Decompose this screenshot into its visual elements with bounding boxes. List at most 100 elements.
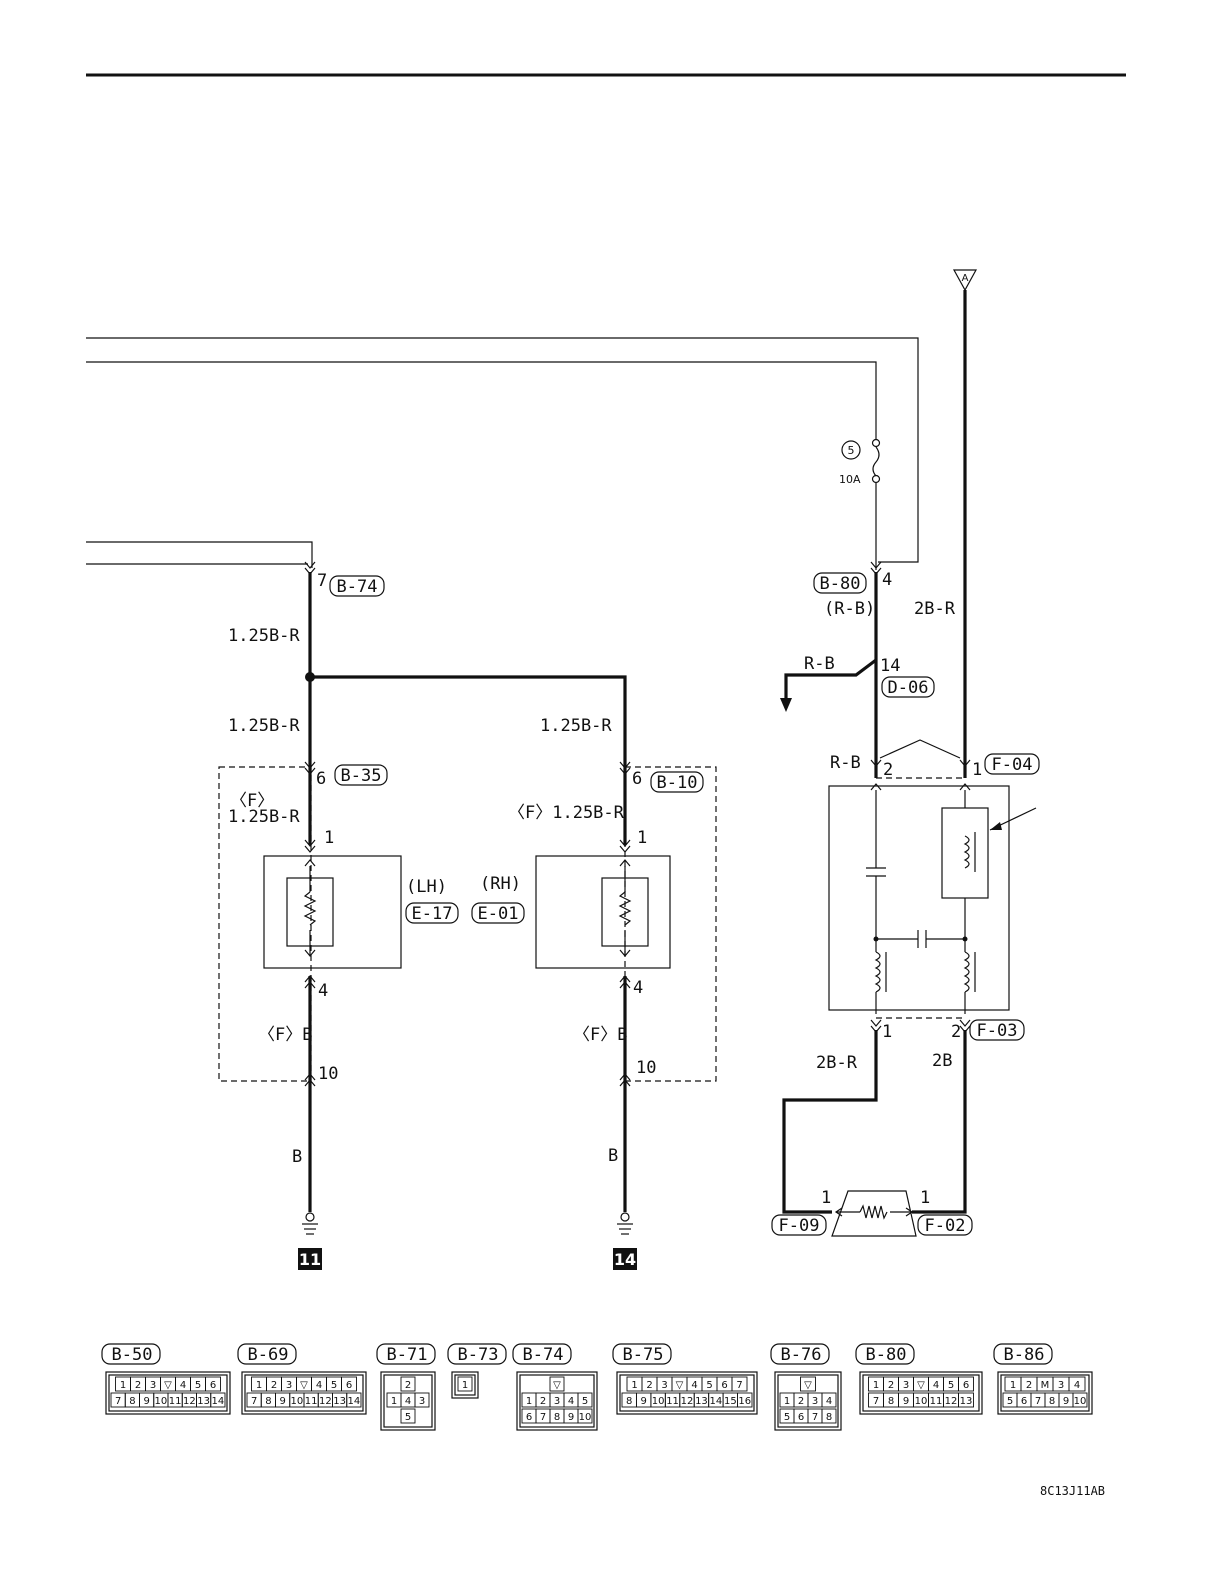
legend-pin: 1 (784, 1396, 790, 1407)
legend-pin: 1 (631, 1380, 637, 1391)
legend-pin: 3 (661, 1380, 667, 1391)
svg-text:1: 1 (972, 760, 982, 780)
legend-pin: 16 (738, 1396, 751, 1407)
wire-rb-branch (784, 658, 877, 700)
svg-text:4: 4 (318, 981, 328, 1001)
legend-pin: 3 (903, 1380, 909, 1391)
wire-2b-bottom (912, 1030, 967, 1214)
legend-label: B-50 (112, 1345, 153, 1365)
svg-text:4: 4 (882, 570, 892, 590)
legend-pin: 1 (526, 1396, 532, 1407)
legend-pin: 7 (873, 1396, 879, 1407)
legend-pin: 5 (948, 1380, 954, 1391)
legend-label: B-73 (458, 1345, 499, 1365)
legend-pin: 5 (331, 1380, 337, 1391)
legend-pin: 12 (681, 1396, 694, 1407)
pin-numbers: 7 4 14 6 6 1 4 10 1 4 10 2 1 1 2 1 1 (316, 570, 982, 1208)
svg-text:1.25B-R: 1.25B-R (228, 716, 300, 736)
legend-pin: 14 (212, 1396, 225, 1407)
legend-pin: ▽ (164, 1380, 172, 1391)
rh-dashed-box (624, 766, 717, 1082)
legend-pin: 8 (265, 1396, 271, 1407)
svg-text:〈F〉1.25B-R: 〈F〉1.25B-R (508, 803, 625, 823)
connector-b35: B-35 (341, 766, 382, 786)
legend-pin: 5 (706, 1380, 712, 1391)
legend-pin: 11 (666, 1396, 679, 1407)
ground-symbol-lh: 11 (298, 1212, 322, 1270)
legend-pin: 6 (346, 1380, 352, 1391)
connector-d06: D-06 (888, 678, 929, 698)
connector-f02: F-02 (925, 1216, 966, 1236)
legend-pin: 4 (316, 1380, 322, 1391)
legend-pin: 13 (333, 1396, 346, 1407)
legend-pin: 8 (554, 1412, 560, 1423)
legend-pin: M (1041, 1380, 1050, 1391)
legend-pin: 13 (197, 1396, 210, 1407)
legend-pin: 11 (930, 1396, 943, 1407)
legend-pin: 11 (169, 1396, 182, 1407)
legend-pin: 1 (1010, 1380, 1016, 1391)
legend-pin: 4 (1074, 1380, 1080, 1391)
rh-label: (RH) (480, 874, 521, 894)
legend-pin: 6 (1021, 1396, 1027, 1407)
svg-text:1: 1 (821, 1188, 831, 1208)
legend-pin: ▽ (300, 1380, 308, 1391)
legend-pin: 12 (319, 1396, 332, 1407)
legend-pin: 2 (271, 1380, 277, 1391)
svg-text:〈F〉B: 〈F〉B (573, 1025, 627, 1045)
svg-text:1.25B-R: 1.25B-R (228, 807, 300, 827)
wire-2br-bottom (782, 1030, 878, 1214)
legend-pin: 15 (724, 1396, 737, 1407)
svg-text:A: A (962, 273, 969, 284)
legend-pin: ▽ (804, 1380, 812, 1391)
legend-pin: 7 (540, 1412, 546, 1423)
svg-text:1: 1 (637, 828, 647, 848)
legend-pin: 13 (695, 1396, 708, 1407)
wire-top-inner (86, 361, 877, 440)
legend-pin: 13 (960, 1396, 973, 1407)
legend-pin: 10 (652, 1396, 665, 1407)
legend-label: B-76 (781, 1345, 822, 1365)
rh-heater (535, 855, 671, 969)
legend-pin: 6 (963, 1380, 969, 1391)
legend-pin: 6 (721, 1380, 727, 1391)
legend-label: B-86 (1004, 1345, 1045, 1365)
legend-pin: 3 (286, 1380, 292, 1391)
legend-pin: 8 (888, 1396, 894, 1407)
legend-pin: 4 (826, 1396, 832, 1407)
legend-pin: 12 (183, 1396, 196, 1407)
legend-pin: 1 (391, 1396, 397, 1407)
svg-text:R-B: R-B (830, 753, 861, 773)
svg-text:B: B (608, 1146, 618, 1166)
legend-pin: 8 (129, 1396, 135, 1407)
svg-text:2B-R: 2B-R (816, 1053, 858, 1073)
legend-pin: 4 (180, 1380, 186, 1391)
svg-text:14: 14 (880, 656, 900, 676)
legend-pin: ▽ (676, 1380, 684, 1391)
bottom-resistor (831, 1190, 917, 1237)
connector-b10: B-10 (657, 773, 698, 793)
legend-pin: 6 (798, 1412, 804, 1423)
svg-text:B: B (292, 1147, 302, 1167)
legend-label: B-74 (523, 1345, 564, 1365)
svg-text:7: 7 (317, 571, 327, 591)
svg-text:2: 2 (951, 1022, 961, 1042)
svg-text:1: 1 (324, 828, 334, 848)
legend-pin: 5 (582, 1396, 588, 1407)
legend-pin: 5 (195, 1380, 201, 1391)
svg-text:10: 10 (636, 1058, 656, 1078)
connector-b74: B-74 (337, 577, 378, 597)
legend-pin: 8 (1049, 1396, 1055, 1407)
fuse-rating: 10A (839, 473, 861, 486)
legend-pin: 7 (812, 1412, 818, 1423)
svg-text:10: 10 (318, 1064, 338, 1084)
lh-label: (LH) (406, 877, 447, 897)
legend-pin: 7 (115, 1396, 121, 1407)
legend-pin: 1 (256, 1380, 262, 1391)
legend-pin: 5 (1007, 1396, 1013, 1407)
fuse-number: 5 (848, 444, 855, 457)
